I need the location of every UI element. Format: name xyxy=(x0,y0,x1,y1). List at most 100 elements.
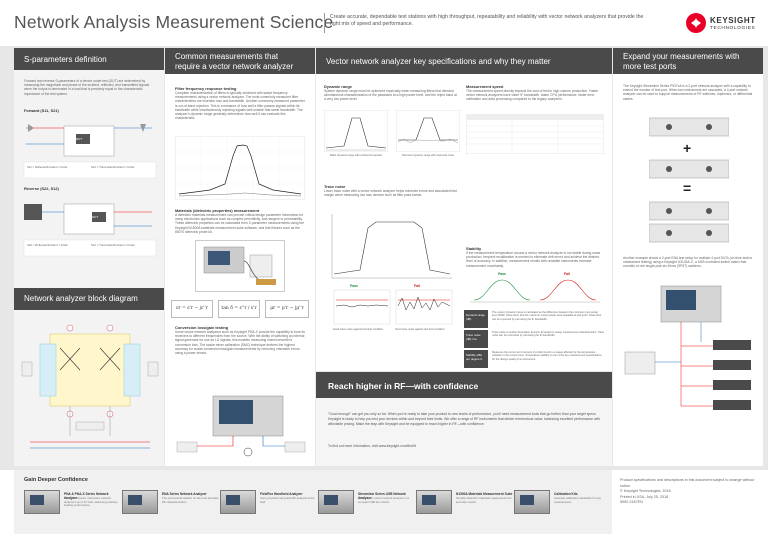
trace-noise-body: Lower trace noise with a vector network … xyxy=(324,189,457,198)
eq-s22: S22 = Reflected/Incident = b2/a2 xyxy=(27,243,68,247)
product-strip: Gain Deeper Confidence PNA & PNA-X Serie… xyxy=(14,470,612,534)
cascaded-4port-analyzer xyxy=(649,201,729,243)
reverse-sparam-diagram xyxy=(23,203,157,257)
common-title: Common measurements that require a vecto… xyxy=(165,48,315,74)
page-footer: Gain Deeper Confidence PNA & PNA-X Serie… xyxy=(0,470,768,543)
stability-heading: Stability xyxy=(466,246,482,251)
dynamic-range-caption-2: Narrower dynamic range with improved noi… xyxy=(401,154,455,157)
analyzer-unit-2 xyxy=(649,159,729,179)
permittivity-equation: εr = ε'r − jε''r xyxy=(171,300,213,318)
product-name: FieldFox Handheld Analyzer xyxy=(260,492,303,496)
product-description: Carry precision lab-grade RF analysis to… xyxy=(260,496,315,504)
legal-line: © Keysight Technologies, 2018 xyxy=(620,489,671,493)
dut-label-reverse: DUT xyxy=(92,215,99,219)
dynamic-range-plot-narrow xyxy=(396,110,460,152)
dielectric-probe-photo xyxy=(195,240,285,292)
trace-noise-plot xyxy=(331,214,453,325)
material-heading: Materials (dielectric properties) measur… xyxy=(175,208,260,213)
common-measurements-column: Common measurements that require a vecto… xyxy=(165,48,315,466)
logo-wordmark: KEYSIGHT xyxy=(710,16,756,25)
speed-table-image xyxy=(466,114,604,154)
spec-row-2-key: Trace noise (dB) rms xyxy=(464,330,488,348)
title-divider xyxy=(324,13,325,33)
forward-label: Forward (S11, S21) xyxy=(24,108,59,113)
reach-higher-title: Reach higher in RF—with confidence xyxy=(316,372,612,398)
expand-body-1: The Keysight Streamline Series P937xA is… xyxy=(623,84,753,101)
product-card[interactable]: Streamline Series USB Network Analyzer F… xyxy=(318,490,416,530)
reach-higher-panel: Reach higher in RF—with confidence "Good… xyxy=(316,372,612,466)
product-image xyxy=(416,490,452,514)
filter-body: Complete characterization of filters is … xyxy=(175,91,305,121)
conversion-test-setup xyxy=(176,395,306,457)
legal-line: Product specifications and descriptions … xyxy=(620,478,755,488)
equals-sign: = xyxy=(683,180,692,196)
sparams-body: Forward and reverse S-parameters of a de… xyxy=(24,79,150,96)
product-name: ENA Series Network Analyzer xyxy=(162,492,207,496)
forward-sparam-diagram xyxy=(23,124,157,179)
switch-matrix-diagram xyxy=(624,285,751,410)
keysight-logo: KEYSIGHT TECHNOLOGIES xyxy=(686,13,760,35)
reverse-label: Reverse (S22, S12) xyxy=(24,186,59,191)
product-card[interactable]: ENA Series Network Analyzer The economic… xyxy=(122,490,220,530)
eq-s11: S11 = Reflected/Incident = b1/a1 xyxy=(27,165,68,169)
spec-row-3-key: Stability (dB) per degree C xyxy=(464,350,488,368)
dynamic-range-caption-1: Wider dynamic range with enhanced reject… xyxy=(329,154,383,157)
product-description: Accurate calibration standards for any m… xyxy=(554,496,601,504)
legal-line: Printed in USA, July 25, 2018 xyxy=(620,494,669,499)
trace-fail-label: Fail xyxy=(414,284,420,288)
trace-pass-label: Pass xyxy=(350,284,358,288)
specs-column: Vector network analyzer key specificatio… xyxy=(316,48,612,371)
footer-title: Gain Deeper Confidence xyxy=(24,477,88,483)
product-image xyxy=(220,490,256,514)
product-card[interactable]: PNA & PNA-X Series Network Analyzer High… xyxy=(24,490,122,530)
reach-higher-link-line[interactable]: To find out more information, visit www.… xyxy=(328,444,602,448)
product-name: Calibration Kits xyxy=(554,492,578,496)
product-name: PNA & PNA-X Series Network Analyzer xyxy=(64,492,109,500)
stability-pass-label: Pass xyxy=(498,272,506,276)
permeability-equation: μr = μ'r − jμ''r xyxy=(265,300,309,318)
product-card[interactable]: Calibration Kits Accurate calibration st… xyxy=(514,490,610,530)
sparams-title: S-parameters definition xyxy=(14,48,164,70)
product-description: The economical solution for fast and acc… xyxy=(162,496,219,504)
block-diagram xyxy=(21,324,159,449)
filter-response-plot xyxy=(175,136,305,200)
product-name: N1500A Materials Measurement Suite xyxy=(456,492,513,496)
specs-title: Vector network analyzer key specificatio… xyxy=(316,48,612,74)
product-description: Simplify dielectric materials measuremen… xyxy=(456,496,512,504)
product-description: Full two-port vector network analyzer in… xyxy=(358,496,409,504)
spec-row-1-key: Dynamic range (dB) xyxy=(464,310,488,328)
material-body: A dielectric materials measurement can p… xyxy=(175,213,305,234)
filter-heading: Filter frequency response testing xyxy=(175,86,237,91)
trace-caption-1: Good trace noise against test limit cond… xyxy=(332,328,384,331)
product-name: Streamline Series USB Network Analyzer xyxy=(358,492,406,500)
product-image xyxy=(514,490,550,514)
legal-line: 5992-3187EN xyxy=(620,500,643,504)
eq-s12: S12 = Transmitted/Incident = b1/a2 xyxy=(91,243,135,247)
analyzer-unit-1 xyxy=(649,117,729,137)
eq-s21: S21 = Transmitted/Incident = b2/a1 xyxy=(91,165,135,169)
stability-plot xyxy=(470,279,600,303)
trace-caption-2: Poor trace noise against test limit cond… xyxy=(395,328,445,331)
reach-higher-link[interactable]: To find out more information, visit www.… xyxy=(328,444,416,448)
conversion-heading: Conversion loss/gain testing xyxy=(175,325,229,330)
speed-body: The measurement speed directly impacts t… xyxy=(466,89,599,102)
keysight-logo-icon xyxy=(686,13,706,33)
expand-body-2: Another example shows a 2-port ENA test … xyxy=(623,256,753,269)
conversion-body: Some vector network analyzers such as Ke… xyxy=(175,330,305,356)
product-description: High performance microwave network analy… xyxy=(64,496,119,508)
spec-row-1-value: The system dynamic range is calculated a… xyxy=(492,311,602,321)
reach-higher-body: "Good enough" can get you only so far. W… xyxy=(328,412,601,426)
product-card[interactable]: N1500A Materials Measurement Suite Simpl… xyxy=(416,490,514,530)
stability-body: If the measurement temperature around a … xyxy=(466,251,601,268)
product-image xyxy=(24,490,60,514)
sparameters-column: S-parameters definition Forward and reve… xyxy=(14,48,164,466)
product-card[interactable]: FieldFox Handheld Analyzer Carry precisi… xyxy=(220,490,318,530)
spec-definitions-table: Dynamic range (dB) The system dynamic ra… xyxy=(464,310,606,368)
dynamic-range-body: System dynamic range must be optimized e… xyxy=(324,89,457,102)
dut-label-forward: DUT xyxy=(76,137,83,141)
legal-notice: Product specifications and descriptions … xyxy=(620,478,760,506)
expand-title: Expand your measurements with more test … xyxy=(613,48,763,74)
page-header: Network Analysis Measurement Science Cre… xyxy=(0,0,768,46)
spec-row-3-value: Measures the current error amount of pro… xyxy=(492,351,602,361)
page-title: Network Analysis Measurement Science xyxy=(14,12,334,32)
